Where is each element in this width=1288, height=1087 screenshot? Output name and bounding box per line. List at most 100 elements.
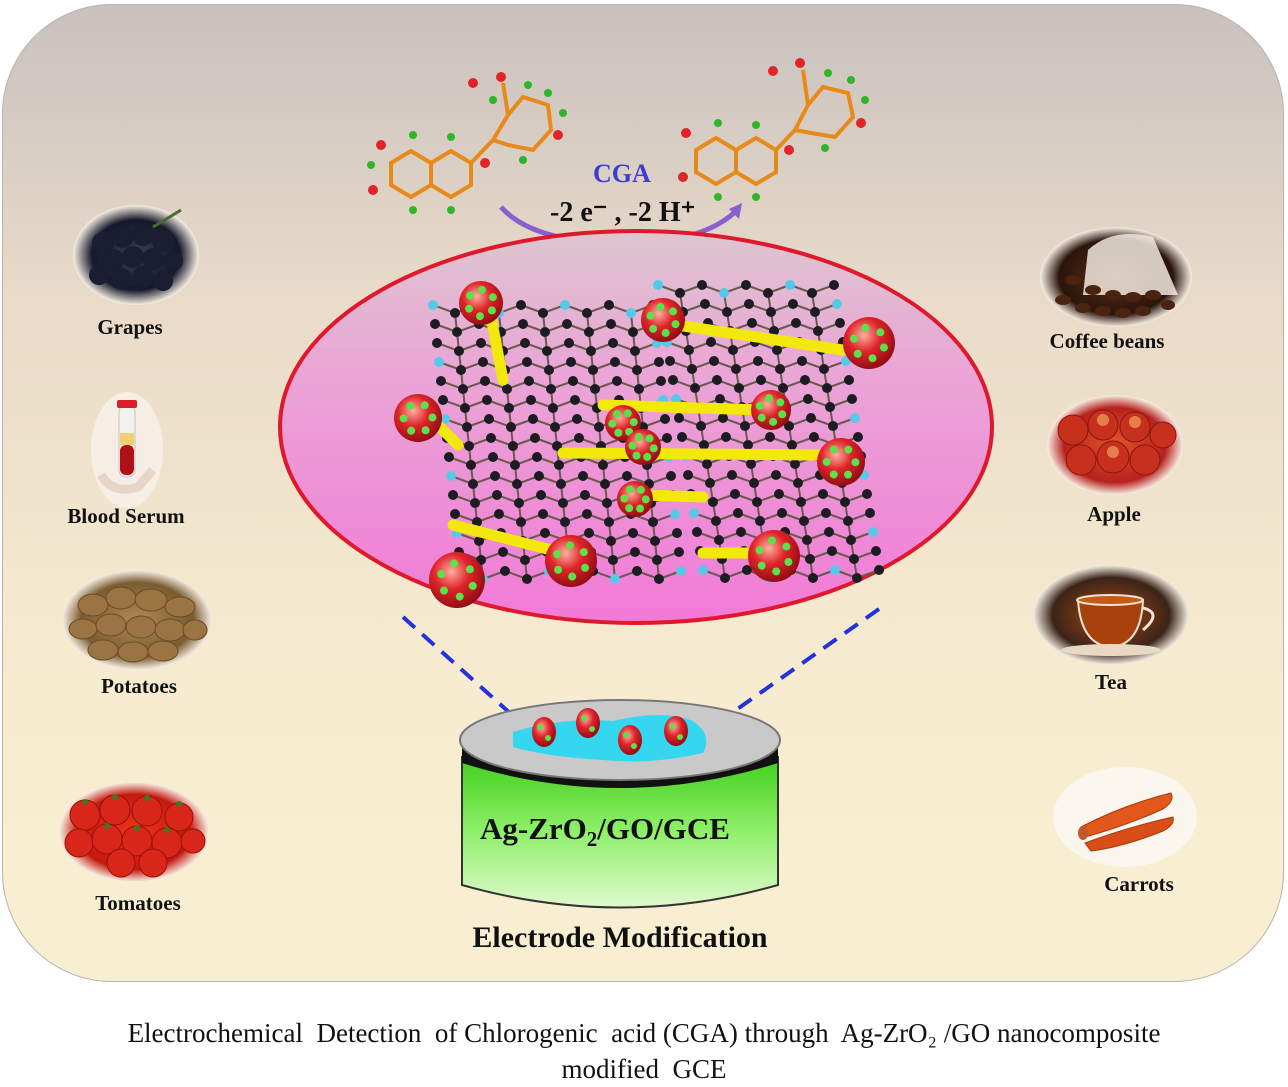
lattice-atom [430, 319, 440, 329]
lattice-atom [648, 517, 658, 527]
nanoparticle-dopant [851, 458, 860, 467]
nanoparticle-dopant [439, 586, 448, 595]
lattice-atom [675, 288, 685, 298]
lattice-atom [793, 478, 803, 488]
lattice-atom [699, 440, 709, 450]
lattice-atom [452, 327, 462, 337]
nanoparticle-dopant [420, 401, 429, 410]
lattice-atom [606, 319, 616, 329]
cga-molecule-product [694, 69, 856, 187]
lattice-atom [538, 308, 548, 318]
nanoparticle-dopant [465, 565, 474, 574]
nanoparticle-dopant [612, 410, 621, 419]
lattice-atom [853, 432, 863, 442]
nanoparticle-dopant [646, 311, 655, 320]
lattice-atom [446, 471, 456, 481]
lattice-atom [753, 356, 763, 366]
lattice-atom [478, 357, 488, 367]
lattice-atom [546, 384, 556, 394]
lattice-atom [578, 471, 588, 481]
lattice-atom [568, 376, 578, 386]
sample-label-coffee-beans: Coffee beans [1049, 329, 1165, 353]
lattice-atom [803, 394, 813, 404]
lattice-atom [472, 517, 482, 527]
nanoparticle-dopant [776, 398, 785, 407]
lattice-atom [697, 280, 707, 290]
nanoparticle-dopant [649, 324, 658, 333]
nanoparticle-dopant [656, 303, 665, 312]
lattice-atom [871, 546, 881, 556]
lattice-atom [653, 280, 663, 290]
lattice-atom [714, 535, 724, 545]
potatoes-image [62, 570, 212, 670]
lattice-atom [654, 574, 664, 584]
sample-label-tomatoes: Tomatoes [95, 891, 181, 915]
carrots-image [1053, 767, 1197, 867]
lattice-atom [630, 547, 640, 557]
lattice-atom [486, 433, 496, 443]
lattice-atom [514, 498, 524, 508]
arrow-head [729, 203, 742, 219]
lattice-atom [674, 547, 684, 557]
nanoparticle-dopant [755, 546, 764, 555]
lattice-atom [590, 384, 600, 394]
lattice-atom [458, 384, 468, 394]
lattice-atom [721, 432, 731, 442]
electron-proton-label: -2 e⁻ , -2 H⁺ [550, 197, 696, 228]
lattice-atom [819, 364, 829, 374]
tomatoes-image [59, 782, 209, 882]
electrode-label-prefix: Ag-ZrO [480, 811, 587, 846]
sample-label-carrots: Carrots [1104, 872, 1174, 896]
lattice-atom [612, 376, 622, 386]
lattice-atom [874, 565, 884, 575]
lattice-atom [708, 497, 718, 507]
lattice-atom [665, 356, 675, 366]
lattice-atom [438, 395, 448, 405]
nanoparticle-dopant [879, 343, 888, 352]
nanoparticle-dopant [620, 494, 629, 503]
nanoparticle-dopant [628, 441, 637, 450]
nanoparticle-dopant [661, 328, 670, 337]
nanoparticle-dopant [629, 418, 638, 427]
lattice-atom [808, 573, 818, 583]
lattice-atom [744, 299, 754, 309]
lattice-atom [662, 433, 672, 443]
lattice-atom [700, 299, 710, 309]
lattice-atom [709, 356, 719, 366]
lattice-atom [440, 414, 450, 424]
lattice-atom [742, 565, 752, 575]
lattice-atom [476, 338, 486, 348]
lattice-atom [746, 459, 756, 469]
lattice-atom [524, 376, 534, 386]
lattice-atom [498, 547, 508, 557]
apple-image [1047, 395, 1183, 495]
lattice-atom [632, 365, 642, 375]
lattice-atom [771, 470, 781, 480]
section-title: Electrode Modification [472, 921, 768, 954]
lattice-atom [840, 497, 850, 507]
nanoparticle-dopant [632, 451, 641, 460]
nanoparticle-dopant [844, 445, 853, 454]
lattice-atom [574, 433, 584, 443]
lattice-atom [800, 375, 810, 385]
lattice-atom [775, 364, 785, 374]
lattice-atom [560, 517, 570, 527]
nanoparticle-dopant [428, 413, 437, 422]
lattice-atom [634, 384, 644, 394]
nanoparticle-dopant [755, 401, 764, 410]
lattice-atom [494, 509, 504, 519]
lattice-atom [736, 527, 746, 537]
tea-image [1033, 565, 1189, 665]
lattice-atom [504, 403, 514, 413]
nanoparticle-dopant [822, 457, 831, 466]
lattice-atom [584, 327, 594, 337]
lattice-atom [752, 497, 762, 507]
diagram-canvas [59, 58, 1197, 909]
nanoparticle-dopant [861, 323, 870, 332]
electrode-label-suffix: /GO/GCE [597, 811, 730, 846]
lattice-atom [492, 490, 502, 500]
lattice-atom [720, 573, 730, 583]
lattice-atom [778, 383, 788, 393]
lattice-atom [558, 498, 568, 508]
lattice-atom [656, 376, 666, 386]
